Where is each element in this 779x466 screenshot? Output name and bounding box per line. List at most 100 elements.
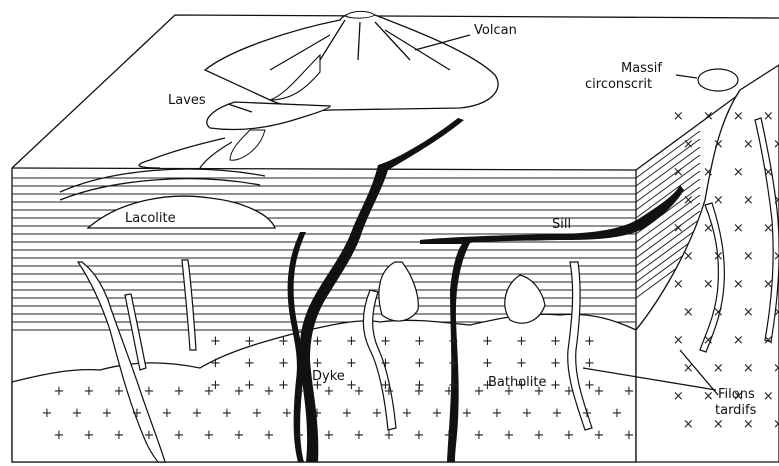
- granite-cross: +: [448, 378, 459, 393]
- granite-cross: +: [431, 406, 442, 421]
- granite-cross: +: [383, 428, 394, 443]
- granite-cross: +: [143, 428, 154, 443]
- granite-cross: +: [550, 356, 561, 371]
- granite-cross: +: [521, 406, 532, 421]
- granite-cross: ×: [683, 361, 694, 376]
- granite-cross: +: [623, 384, 634, 399]
- granite-cross: +: [161, 406, 172, 421]
- granite-cross: +: [221, 406, 232, 421]
- granite-cross: +: [563, 384, 574, 399]
- granite-cross: ×: [763, 109, 774, 124]
- granite-cross: ×: [673, 165, 684, 180]
- granite-cross: +: [312, 334, 323, 349]
- granite-cross: +: [448, 334, 459, 349]
- granite-cross: +: [244, 334, 255, 349]
- granite-cross: +: [346, 334, 357, 349]
- granite-cross: ×: [773, 137, 779, 152]
- granite-cross: ×: [773, 361, 779, 376]
- granite-cross: +: [414, 334, 425, 349]
- granite-cross: ×: [743, 137, 754, 152]
- granite-cross: +: [191, 406, 202, 421]
- granite-cross: +: [461, 406, 472, 421]
- label-tardifs: tardifs: [715, 403, 757, 418]
- granite-cross: +: [83, 428, 94, 443]
- granite-cross: +: [323, 384, 334, 399]
- granite-cross: +: [323, 428, 334, 443]
- granite-cross: +: [380, 334, 391, 349]
- granite-cross: ×: [743, 417, 754, 432]
- granite-cross: +: [293, 428, 304, 443]
- granite-cross: +: [244, 356, 255, 371]
- granite-cross: +: [233, 428, 244, 443]
- granite-cross: +: [311, 406, 322, 421]
- granite-cross: ×: [713, 417, 724, 432]
- granite-cross: ×: [683, 417, 694, 432]
- granite-cross: ×: [743, 305, 754, 320]
- granite-cross: ×: [673, 333, 684, 348]
- granite-cross: ×: [763, 165, 774, 180]
- granite-cross: +: [380, 356, 391, 371]
- granite-cross: +: [482, 356, 493, 371]
- granite-cross: +: [83, 384, 94, 399]
- granite-cross: ×: [713, 361, 724, 376]
- label-massif: Massif: [621, 61, 662, 76]
- granite-cross: ×: [713, 137, 724, 152]
- granite-cross: +: [233, 384, 244, 399]
- granite-cross: +: [143, 384, 154, 399]
- granite-cross: ×: [733, 221, 744, 236]
- granite-cross: +: [443, 428, 454, 443]
- granite-cross: +: [203, 428, 214, 443]
- granite-cross: +: [448, 356, 459, 371]
- label-lacolite: Lacolite: [125, 211, 176, 226]
- granite-cross: +: [414, 378, 425, 393]
- granite-cross: ×: [673, 389, 684, 404]
- granite-cross: ×: [733, 333, 744, 348]
- granite-cross: +: [293, 384, 304, 399]
- granite-cross: +: [71, 406, 82, 421]
- granite-cross: +: [278, 356, 289, 371]
- granite-cross: +: [563, 428, 574, 443]
- label-sill: Sill: [552, 217, 571, 232]
- granite-cross: ×: [673, 221, 684, 236]
- granite-cross: ×: [703, 333, 714, 348]
- granite-cross: +: [581, 406, 592, 421]
- granite-cross: ×: [773, 249, 779, 264]
- granite-cross: +: [346, 356, 357, 371]
- granite-cross: ×: [743, 249, 754, 264]
- granite-cross: +: [278, 334, 289, 349]
- granite-cross: ×: [703, 277, 714, 292]
- granite-cross: ×: [703, 165, 714, 180]
- granite-cross: ×: [713, 193, 724, 208]
- granite-cross: +: [210, 378, 221, 393]
- granite-cross: +: [53, 384, 64, 399]
- granite-cross: +: [244, 378, 255, 393]
- granite-cross: +: [173, 428, 184, 443]
- granite-cross: +: [584, 378, 595, 393]
- granite-cross: +: [53, 428, 64, 443]
- granite-cross: ×: [703, 389, 714, 404]
- label-circonscrit: circonscrit: [585, 77, 652, 92]
- granite-cross: +: [550, 378, 561, 393]
- granite-cross: +: [593, 384, 604, 399]
- granite-cross: +: [371, 406, 382, 421]
- granite-cross: +: [593, 428, 604, 443]
- granite-cross: +: [380, 378, 391, 393]
- granite-cross: ×: [673, 277, 684, 292]
- granite-cross: +: [113, 384, 124, 399]
- granite-cross: +: [210, 334, 221, 349]
- granite-cross: ×: [763, 389, 774, 404]
- granite-cross: ×: [683, 305, 694, 320]
- granite-cross: +: [263, 428, 274, 443]
- granite-cross: ×: [773, 417, 779, 432]
- granite-cross: +: [516, 334, 527, 349]
- granite-cross: +: [341, 406, 352, 421]
- granite-cross: ×: [683, 137, 694, 152]
- label-laves: Laves: [168, 93, 206, 108]
- granite-cross: ×: [733, 109, 744, 124]
- volcan-cone: [205, 11, 498, 110]
- label-batholite: Batholite: [488, 375, 547, 390]
- granite-cross: +: [281, 406, 292, 421]
- granite-cross: ×: [683, 193, 694, 208]
